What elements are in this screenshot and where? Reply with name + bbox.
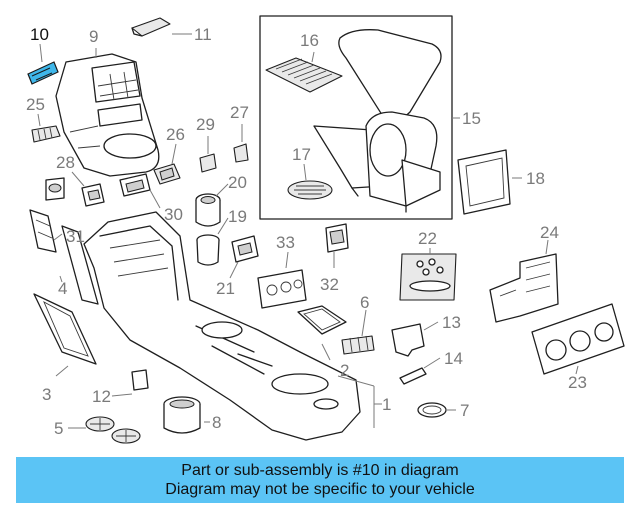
part-24-climate-module[interactable] xyxy=(489,253,559,323)
part-16-armrest-mat[interactable] xyxy=(265,57,343,93)
callout-6[interactable]: 6 xyxy=(360,293,369,312)
part-17-grommet[interactable] xyxy=(287,180,333,200)
part-25-switch-blank[interactable] xyxy=(31,125,61,143)
callout-30[interactable]: 30 xyxy=(164,205,183,224)
callout-21[interactable]: 21 xyxy=(216,279,235,298)
part-14-tab[interactable] xyxy=(399,367,427,385)
callout-17[interactable]: 17 xyxy=(292,145,311,164)
callout-29[interactable]: 29 xyxy=(196,115,215,134)
part-5-grommets[interactable] xyxy=(85,416,141,444)
part-switch-round[interactable] xyxy=(45,177,65,201)
callout-9[interactable]: 9 xyxy=(89,27,98,46)
part-26-switch[interactable] xyxy=(153,163,181,185)
callout-19[interactable]: 19 xyxy=(228,207,247,226)
callout-32[interactable]: 32 xyxy=(320,275,339,294)
callout-20[interactable]: 20 xyxy=(228,173,247,192)
part-27-switch[interactable] xyxy=(233,143,249,163)
callout-2[interactable]: 2 xyxy=(340,361,349,380)
part-3-side-panel[interactable] xyxy=(33,293,97,365)
part-21-switch[interactable] xyxy=(231,235,259,263)
callout-15[interactable]: 15 xyxy=(462,109,481,128)
part-11-trim-cover[interactable] xyxy=(131,17,171,37)
part-32-switch[interactable] xyxy=(325,223,349,253)
callout-33[interactable]: 33 xyxy=(276,233,295,252)
part-12-clip[interactable] xyxy=(131,369,149,391)
callout-10[interactable]: 10 xyxy=(30,25,49,44)
callout-13[interactable]: 13 xyxy=(442,313,461,332)
info-banner: Part or sub-assembly is #10 in diagram D… xyxy=(16,457,624,503)
callout-5[interactable]: 5 xyxy=(54,419,63,438)
part-10-clip[interactable] xyxy=(27,61,59,85)
callout-8[interactable]: 8 xyxy=(212,413,221,432)
callout-14[interactable]: 14 xyxy=(444,349,463,368)
callout-22[interactable]: 22 xyxy=(418,229,437,248)
callout-4[interactable]: 4 xyxy=(58,279,67,298)
part-6-pad[interactable] xyxy=(341,335,375,355)
callout-31[interactable]: 31 xyxy=(66,227,85,246)
callout-16[interactable]: 16 xyxy=(300,31,319,50)
callout-labels: 10 9 11 16 15 25 27 29 26 17 18 28 20 30… xyxy=(26,25,587,438)
part-33-control-panel[interactable] xyxy=(257,269,307,309)
part-20-power-socket[interactable] xyxy=(195,193,221,227)
callout-12[interactable]: 12 xyxy=(92,387,111,406)
part-gasket[interactable] xyxy=(297,305,347,335)
part-9-console-top[interactable] xyxy=(55,53,160,177)
callout-3[interactable]: 3 xyxy=(42,385,51,404)
callout-7[interactable]: 7 xyxy=(460,401,469,420)
callout-1[interactable]: 1 xyxy=(382,395,391,414)
part-18-cover[interactable] xyxy=(457,149,511,215)
part-8-cup-holder[interactable] xyxy=(163,396,201,434)
exploded-parts-diagram: 10 9 11 16 15 25 27 29 26 17 18 28 20 30… xyxy=(26,15,625,444)
part-22-mat-set[interactable] xyxy=(399,253,457,301)
callout-11[interactable]: 11 xyxy=(194,25,212,44)
part-23-climate-panel[interactable] xyxy=(531,303,625,375)
part-31-bracket[interactable] xyxy=(29,209,57,253)
part-13-bracket[interactable] xyxy=(391,323,425,357)
part-4-side-trim[interactable] xyxy=(61,225,99,305)
callout-26[interactable]: 26 xyxy=(166,125,185,144)
banner-line-disclaimer: Diagram may not be specific to your vehi… xyxy=(165,481,475,498)
callout-28[interactable]: 28 xyxy=(56,153,75,172)
leader-lines xyxy=(37,33,579,429)
part-7-ring[interactable] xyxy=(417,402,447,418)
callout-24[interactable]: 24 xyxy=(540,223,559,242)
part-19-socket-housing[interactable] xyxy=(196,234,220,266)
callout-23[interactable]: 23 xyxy=(568,373,587,392)
banner-line-part-number: Part or sub-assembly is #10 in diagram xyxy=(181,462,459,479)
part-15-armrest[interactable] xyxy=(313,29,442,213)
part-29-switch[interactable] xyxy=(199,153,217,173)
callout-18[interactable]: 18 xyxy=(526,169,545,188)
callout-25[interactable]: 25 xyxy=(26,95,45,114)
part-28-switch[interactable] xyxy=(81,183,105,207)
part-1-center-console[interactable] xyxy=(83,211,361,441)
callout-27[interactable]: 27 xyxy=(230,103,249,122)
part-30-switch[interactable] xyxy=(119,173,151,197)
